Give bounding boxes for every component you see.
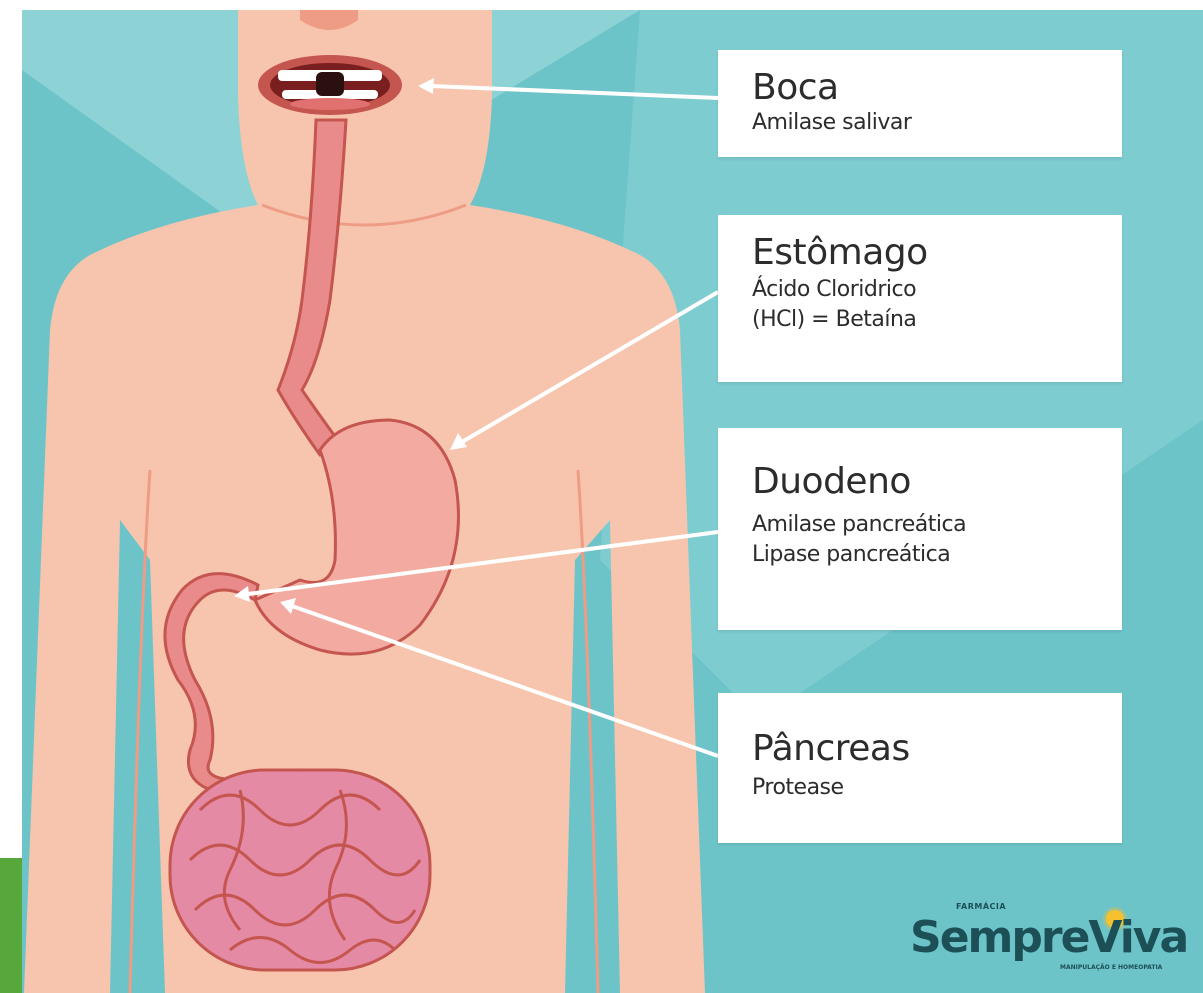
mouth	[258, 55, 402, 115]
label-estomago-title: Estômago	[752, 233, 1106, 273]
label-estomago: Estômago Ácido Cloridrico (HCl) = Betaín…	[718, 215, 1122, 382]
small-intestine	[170, 770, 430, 970]
logo-top-text: FARMÁCIA	[956, 902, 1006, 911]
logo-sub-text: MANIPULAÇÃO E HOMEOPATIA	[1060, 964, 1162, 971]
logo-main-text: SempreViva	[910, 914, 1187, 962]
label-pancreas-line-1: Protease	[752, 773, 1106, 803]
label-pancreas-title: Pâncreas	[752, 729, 1106, 769]
label-duodeno-line-2: Lipase pancreática	[752, 540, 1106, 570]
label-boca-line-1: Amilase salivar	[752, 108, 1106, 138]
sempreviva-logo: FARMÁCIA SempreViva MANIPULAÇÃO E HOMEOP…	[910, 902, 1203, 993]
label-duodeno: Duodeno Amilase pancreática Lipase pancr…	[718, 428, 1122, 630]
left-arm-line	[130, 470, 150, 993]
label-boca-title: Boca	[752, 68, 1106, 108]
label-duodeno-title: Duodeno	[752, 462, 1106, 502]
label-duodeno-line-1: Amilase pancreática	[752, 510, 1106, 540]
label-boca: Boca Amilase salivar	[718, 50, 1122, 157]
label-estomago-line-2: (HCl) = Betaína	[752, 305, 1106, 335]
label-pancreas: Pâncreas Protease	[718, 693, 1122, 843]
label-estomago-line-1: Ácido Cloridrico	[752, 275, 1106, 305]
